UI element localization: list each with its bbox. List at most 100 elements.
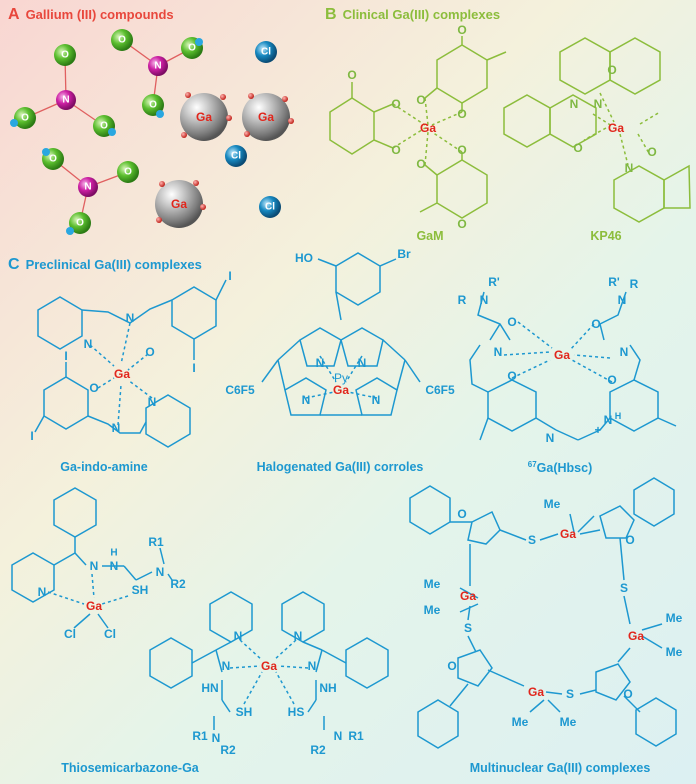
kp46-n-label-1: N <box>593 97 603 111</box>
corrole-ga-label: Ga <box>332 383 350 397</box>
hbsc-n-label-4: N <box>619 345 629 359</box>
multi-me-label-2: Me <box>423 577 441 591</box>
panel-a-cl-label-2: Cl <box>231 150 241 162</box>
panel-c-letter: C <box>8 256 20 273</box>
gam-o-label-7: O <box>457 143 467 157</box>
multi-ga-label-4: Ga <box>527 685 545 699</box>
corrole-n-label-4: N <box>371 393 381 407</box>
panel-a-o-label-6: O <box>149 99 157 111</box>
gam-o-label-6: O <box>391 143 401 157</box>
gam-o-label-1: O <box>457 23 467 37</box>
caption-hbsc-isotope: 67 <box>527 460 537 469</box>
caption-gam: GaM <box>416 229 444 243</box>
tsc-left-cl-label-1: Cl <box>64 627 76 641</box>
multi-s-label-1: S <box>527 533 537 547</box>
thiosemicarbazone-bis-structure <box>149 591 389 730</box>
hbsc-r-label-2: R <box>629 277 639 291</box>
gam-o-label-8: O <box>416 157 426 171</box>
multi-me-label-5: Me <box>665 645 683 659</box>
tsc-bis-r1-label-2: R1 <box>348 729 364 743</box>
hbsc-h-label: H <box>614 411 622 421</box>
hbsc-n-label-2: N <box>617 293 627 307</box>
corrole-ho-label: HO <box>295 251 313 265</box>
multi-me-label-3: Me <box>423 603 441 617</box>
hbsc-structure <box>469 291 677 441</box>
kp46-n-label-3: N <box>624 161 634 175</box>
indo-i-label-2: I <box>192 361 196 375</box>
panel-a-o-label-8: O <box>124 166 132 178</box>
corrole-c6f5-label-1: C6F5 <box>225 383 255 397</box>
panel-a-o-label-2: O <box>21 112 29 124</box>
indo-i-label-3: I <box>64 349 68 363</box>
corrole-n-label-3: N <box>301 393 311 407</box>
indo-n-label-1: N <box>125 311 135 325</box>
tsc-left-h-label: H <box>110 547 118 559</box>
hbsc-o-label-2: O <box>591 317 601 331</box>
panel-a-ga-label-3: Ga <box>170 197 188 211</box>
kp46-o-label-2: O <box>573 141 583 155</box>
caption-thiosemicarbazone: Thiosemicarbazone-Ga <box>61 761 199 775</box>
multi-o-label-4: O <box>623 687 633 701</box>
panel-c-title: C Preclinical Ga(III) complexes <box>8 256 202 274</box>
indo-o-label-2: O <box>89 381 99 395</box>
corrole-c6f5-label-2: C6F5 <box>425 383 455 397</box>
hbsc-o-label-1: O <box>507 315 517 329</box>
kp46-o-label-1: O <box>607 63 617 77</box>
corrole-structure <box>261 252 421 416</box>
corrole-br-label: Br <box>397 247 411 261</box>
hbsc-o-label-4: O <box>607 373 617 387</box>
panel-a-o-label-7: O <box>49 153 57 165</box>
multi-o-label-1: O <box>457 507 467 521</box>
gam-ga-label: Ga <box>419 121 437 135</box>
corrole-n-label-2: N <box>357 356 367 370</box>
tsc-bis-n-label-6: N <box>333 729 343 743</box>
panel-b-letter: B <box>325 6 337 23</box>
tsc-bis-nh-label: NH <box>319 681 337 695</box>
panel-a-o-label-5: O <box>188 42 196 54</box>
multi-s-label-4: S <box>565 687 575 701</box>
tsc-bis-n-label-1: N <box>233 629 243 643</box>
panel-a-o-label-3: O <box>100 120 108 132</box>
panel-a-cl-label-1: Cl <box>261 46 271 58</box>
caption-halogenated-corroles: Halogenated Ga(III) corroles <box>256 460 424 474</box>
tsc-left-n-label-3: N <box>109 559 119 573</box>
tsc-left-n-label-1: N <box>89 559 99 573</box>
multinuclear-structure <box>409 477 677 749</box>
panel-a-ga-label-2: Ga <box>257 110 275 124</box>
hbsc-o-label-3: O <box>507 369 517 383</box>
tsc-bis-hs-label: HS <box>287 705 305 719</box>
panel-a-o-label-1: O <box>61 49 69 61</box>
corrole-n-label-1: N <box>315 356 325 370</box>
panel-b-title-text: Clinical Ga(III) complexes <box>342 7 501 22</box>
panel-a-cl-label-3: Cl <box>265 201 275 213</box>
gam-o-label-3: O <box>457 107 467 121</box>
panel-a-letter: A <box>8 6 20 23</box>
panel-c-title-text: Preclinical Ga(III) complexes <box>25 257 202 272</box>
tsc-left-r2-label: R2 <box>170 577 186 591</box>
tsc-bis-r2-label-2: R2 <box>310 743 326 757</box>
tsc-bis-n-label-2: N <box>293 629 303 643</box>
gam-o-label-2: O <box>416 93 426 107</box>
indo-i-label-1: I <box>228 269 232 283</box>
multi-s-label-3: S <box>463 621 473 635</box>
kp46-ga-label: Ga <box>607 121 625 135</box>
tsc-bis-n-label-4: N <box>307 659 317 673</box>
thiosemicarbazone-left-structure <box>11 487 173 629</box>
hbsc-n-label-5: N <box>603 413 613 427</box>
indo-ga-label: Ga <box>113 367 131 381</box>
multi-o-label-2: O <box>625 533 635 547</box>
multi-me-label-7: Me <box>559 715 577 729</box>
tsc-left-n-label-4: N <box>155 565 165 579</box>
panel-a-n-label-2: N <box>154 60 162 72</box>
multi-ga-label-1: Ga <box>559 527 577 541</box>
caption-ga-indo-amine: Ga-indo-amine <box>60 460 148 474</box>
kp46-n-label-2: N <box>569 97 579 111</box>
tsc-bis-hn-label: HN <box>201 681 219 695</box>
tsc-left-ga-label: Ga <box>85 599 103 613</box>
hbsc-ga-label: Ga <box>553 348 571 362</box>
panel-a-o-label-9: O <box>76 217 84 229</box>
hbsc-plus-label: + <box>594 423 602 437</box>
